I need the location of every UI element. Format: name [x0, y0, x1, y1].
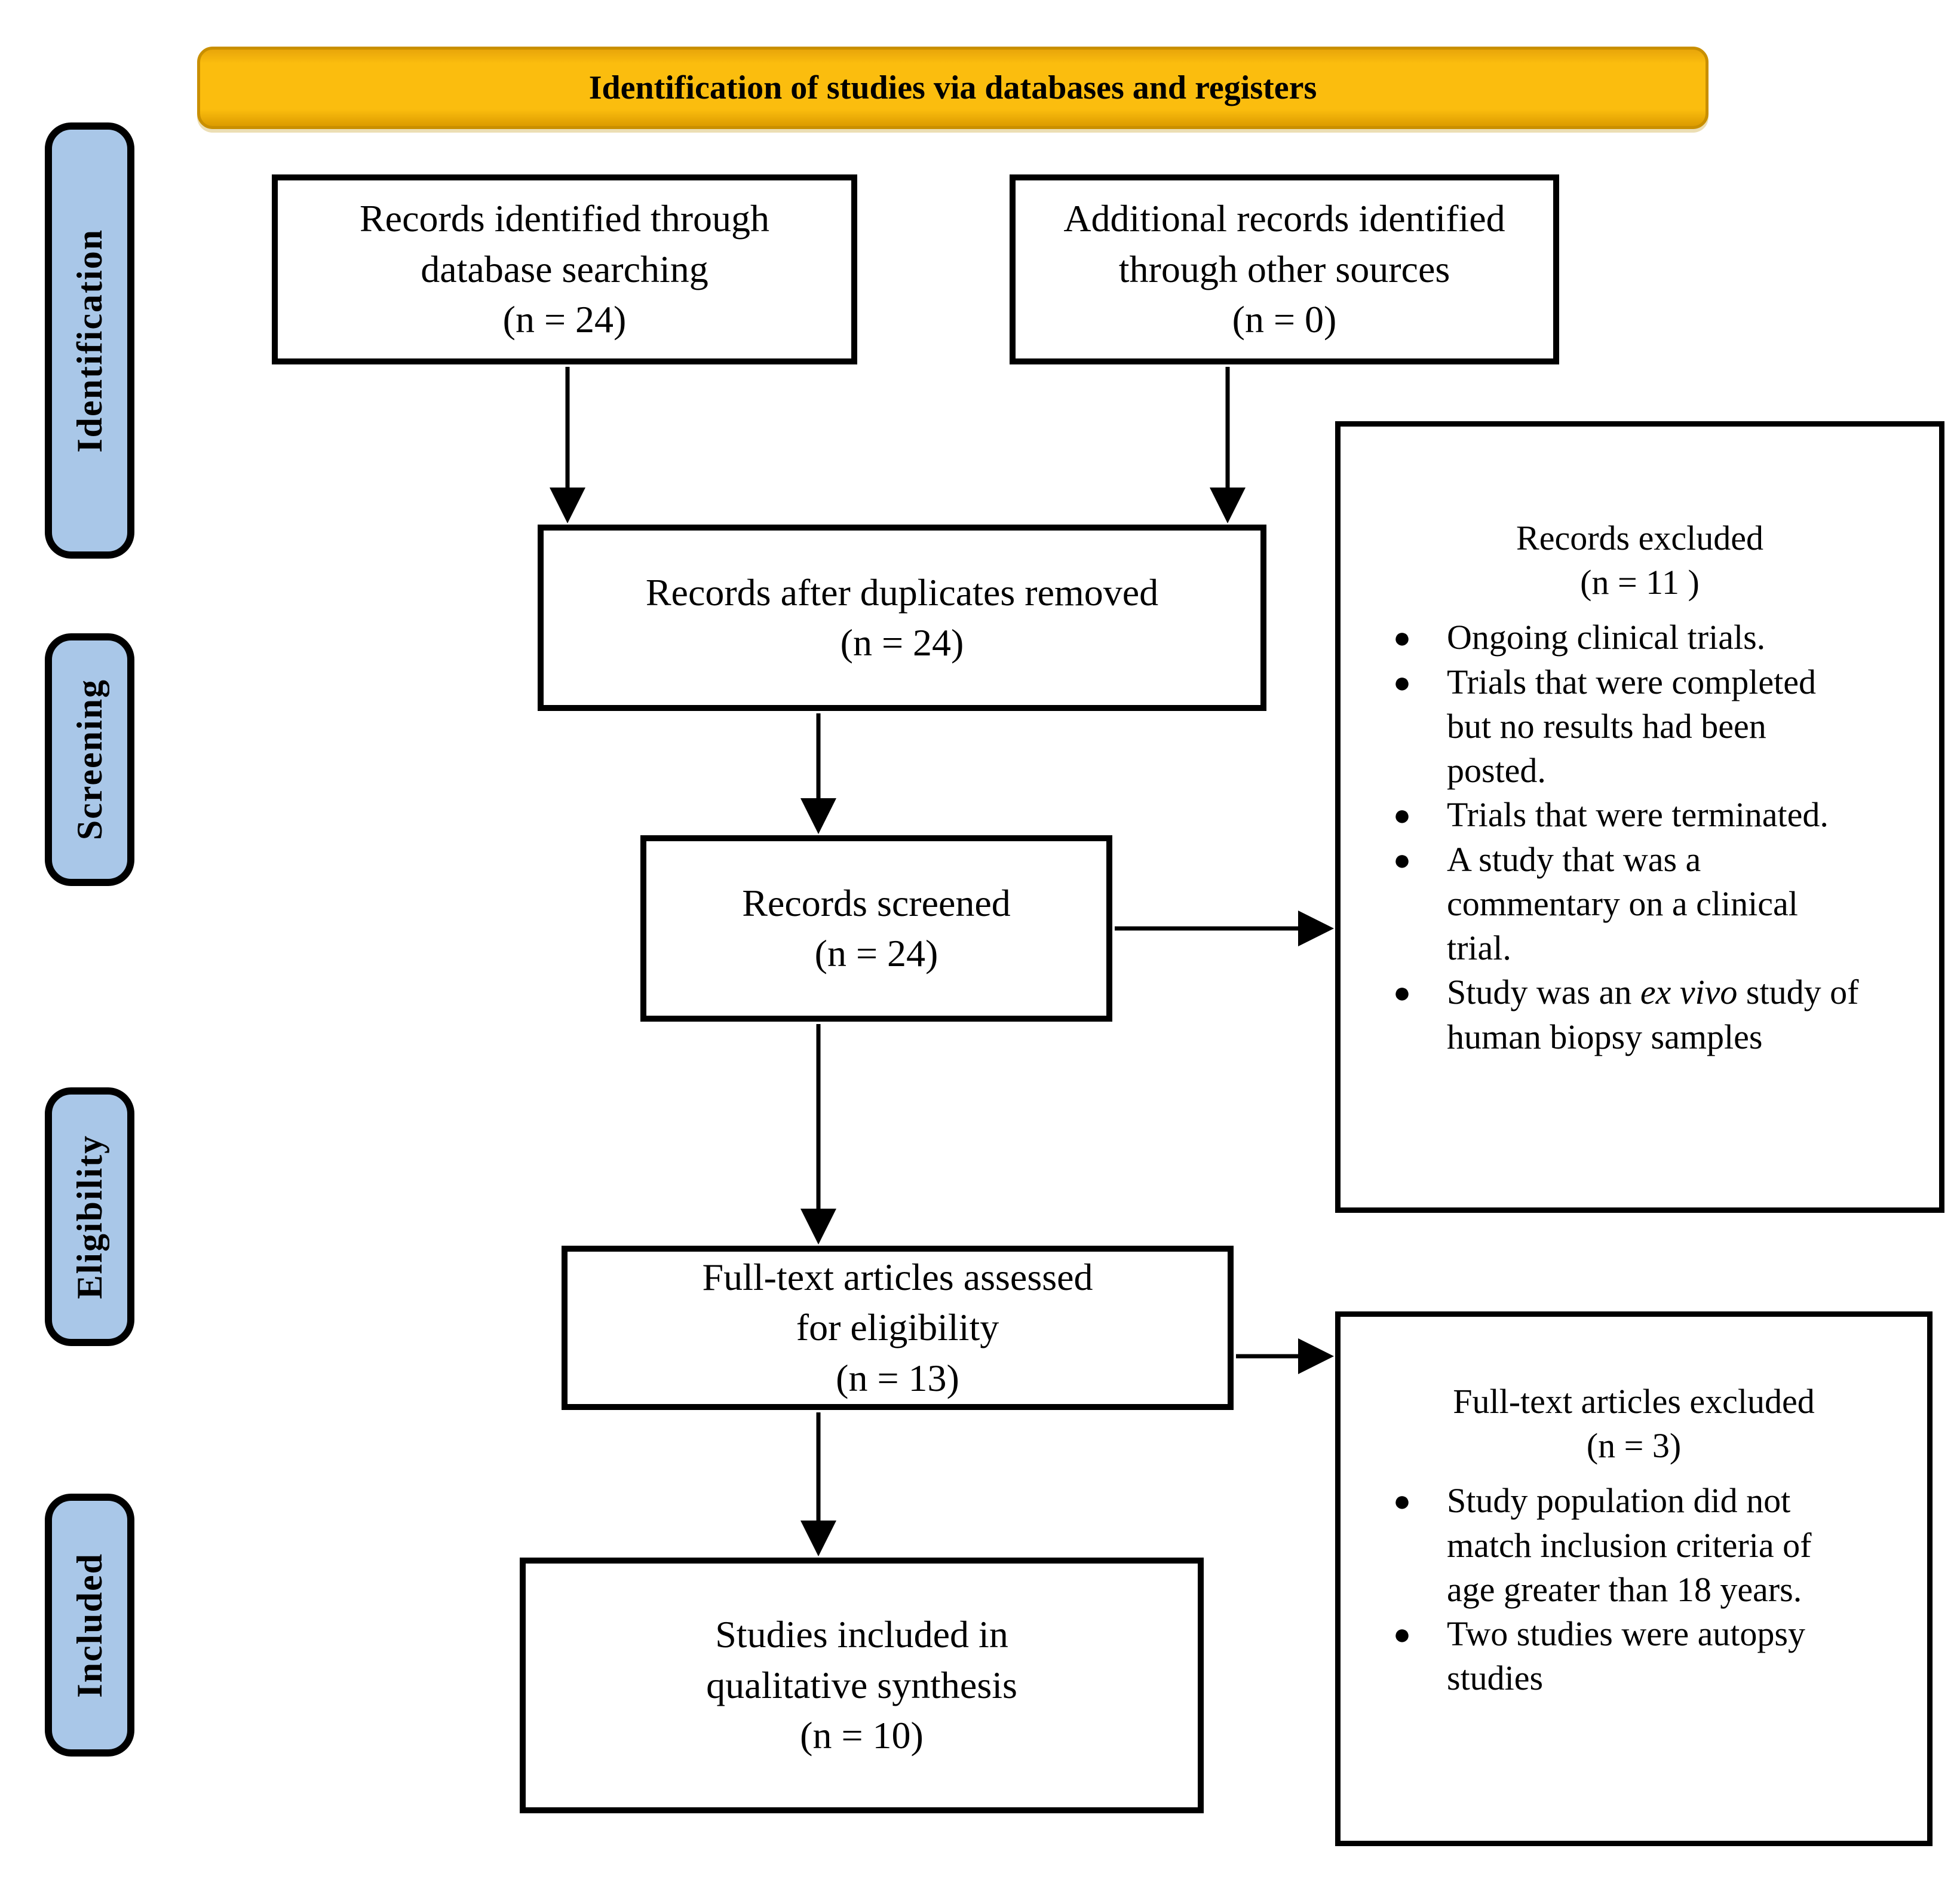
- stage-included: Included: [45, 1494, 134, 1757]
- bullet-item: ● Two studies were autopsy studies: [1357, 1612, 1910, 1700]
- box-records-screened: Records screened (n = 24): [640, 835, 1112, 1022]
- bullet-item: ● Trials that were terminated.: [1357, 793, 1922, 837]
- bullet-text: A study that was a commentary on a clini…: [1447, 839, 1798, 968]
- box-fulltext-assessed: Full-text articles assessed for eligibil…: [562, 1246, 1234, 1410]
- arrowhead-other-to-duplicates: [1210, 488, 1246, 523]
- box-records-after-duplicates: Records after duplicates removed (n = 24…: [538, 525, 1266, 711]
- arrowhead-screened-to-fulltext: [800, 1209, 836, 1245]
- stage-label: Identification: [69, 228, 109, 453]
- bullet-marker: ●: [1392, 665, 1412, 699]
- bullet-text: Trials that were completed but no result…: [1447, 662, 1816, 790]
- stage-label: Screening: [69, 679, 109, 841]
- bullet-item: ● Study population did not match inclusio…: [1357, 1479, 1910, 1612]
- bullet-marker: ●: [1392, 621, 1412, 655]
- bullet-text: Study was an ex vivo study of human biop…: [1447, 973, 1859, 1056]
- fulltext-excluded-list: ● Study population did not match inclusio…: [1357, 1479, 1910, 1700]
- bullet-item: ● Study was an ex vivo study of human bio…: [1357, 970, 1922, 1059]
- bullet-marker: ●: [1392, 842, 1412, 876]
- banner-identification-via-databases: Identification of studies via databases …: [197, 47, 1709, 129]
- box-fulltext-excluded: Full-text articles excluded (n = 3) ● Stu…: [1335, 1311, 1933, 1846]
- records-excluded-list: ● Ongoing clinical trials. ● Trials that we…: [1357, 615, 1922, 1059]
- arrowhead-duplicates-to-screened: [800, 798, 836, 834]
- bullet-marker: ●: [1392, 1617, 1412, 1651]
- bullet-marker: ●: [1392, 976, 1412, 1010]
- box-records-identified-other-sources: Additional records identified through ot…: [1010, 174, 1559, 364]
- records-excluded-title: Records excluded (n = 11 ): [1516, 519, 1763, 602]
- banner-title: Identification of studies via databases …: [588, 69, 1317, 106]
- arrowhead-fulltext-to-excluded: [1298, 1338, 1334, 1374]
- stage-identification: Identification: [45, 122, 134, 559]
- bullet-item: ● Trials that were completed but no resul…: [1357, 660, 1922, 793]
- stage-label: Eligibility: [69, 1134, 109, 1299]
- bullet-text: Ongoing clinical trials.: [1447, 618, 1766, 657]
- bullet-item: ● Ongoing clinical trials.: [1357, 615, 1922, 660]
- bullet-item: ● A study that was a commentary on a clin…: [1357, 838, 1922, 971]
- arrowhead-screened-to-excluded: [1298, 911, 1334, 946]
- box-records-excluded: Records excluded (n = 11 ) ● Ongoing clin…: [1335, 421, 1944, 1213]
- arrowhead-fulltext-to-included: [800, 1521, 836, 1556]
- stage-eligibility: Eligibility: [45, 1087, 134, 1346]
- bullet-text: Study population did not match inclusion…: [1447, 1481, 1812, 1609]
- box-studies-included: Studies included in qualitative synthesi…: [520, 1558, 1204, 1813]
- box-records-identified-database: Records identified through database sear…: [272, 174, 857, 364]
- bullet-marker: ●: [1392, 798, 1412, 832]
- bullet-text: Two studies were autopsy studies: [1447, 1614, 1805, 1698]
- bullet-marker: ●: [1392, 1484, 1412, 1518]
- fulltext-excluded-title: Full-text articles excluded (n = 3): [1453, 1382, 1815, 1466]
- stage-screening: Screening: [45, 633, 134, 886]
- bullet-text: Trials that were terminated.: [1447, 795, 1829, 835]
- arrowhead-db-to-duplicates: [550, 488, 585, 523]
- stage-label: Included: [69, 1552, 109, 1698]
